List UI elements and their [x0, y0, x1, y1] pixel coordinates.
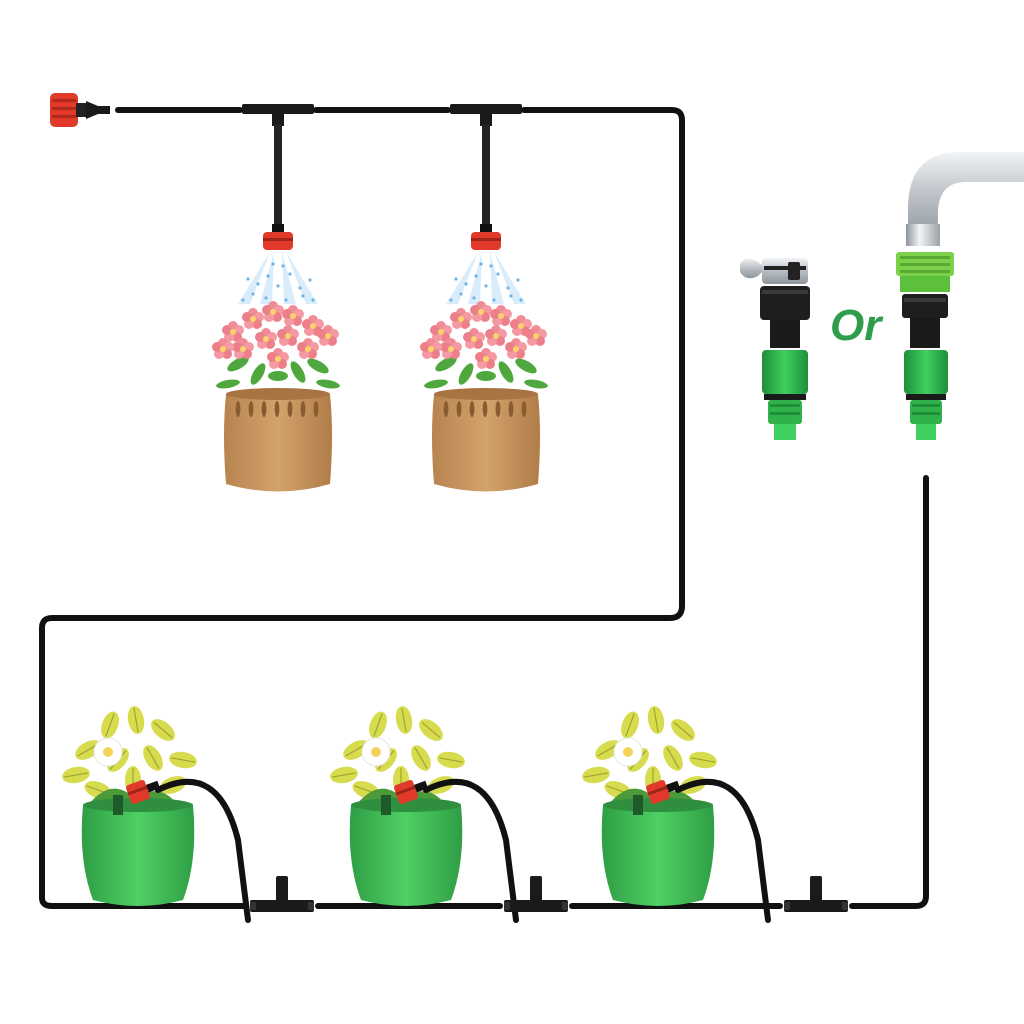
tee-connector-icon	[250, 876, 314, 912]
ground-planter-1	[61, 705, 248, 920]
hanging-planter-1	[212, 104, 341, 492]
threaded-faucet-adapter-icon	[896, 252, 954, 440]
alternative-or-label: Or	[830, 301, 882, 350]
main-tubing	[39, 107, 929, 909]
tee-connector-icon	[784, 876, 848, 912]
end-stopper-icon	[50, 93, 110, 127]
faucet-icon	[906, 152, 1024, 246]
ground-planter-2	[329, 705, 516, 920]
faucet-clamp-adapter-icon	[740, 258, 810, 440]
hanging-planter-2	[420, 104, 549, 492]
ground-planter-3	[581, 705, 768, 920]
